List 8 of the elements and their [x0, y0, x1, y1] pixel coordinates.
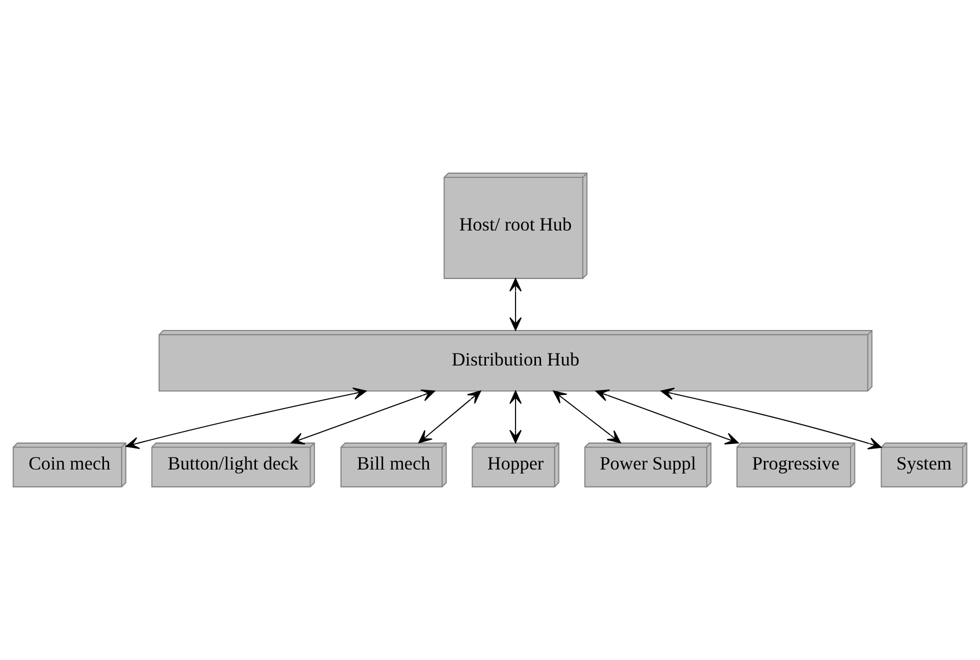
arrow — [126, 388, 367, 450]
arrow — [509, 390, 522, 444]
arrow — [552, 390, 621, 444]
arrow — [290, 390, 436, 444]
arrow — [660, 388, 882, 450]
arrow — [595, 390, 739, 444]
arrow — [509, 278, 522, 331]
arrow — [418, 390, 482, 444]
